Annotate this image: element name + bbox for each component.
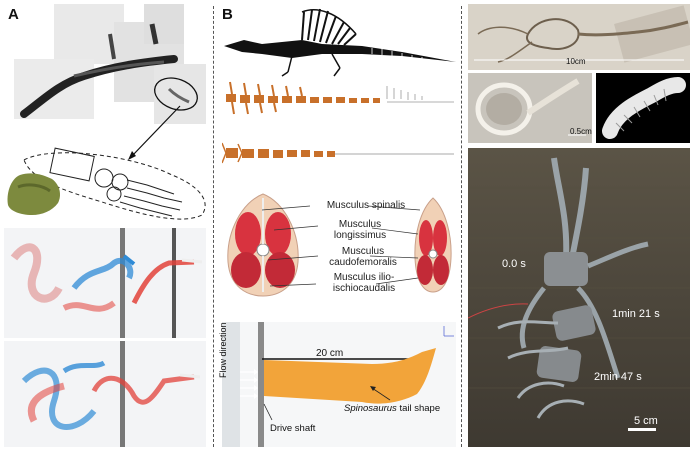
panel-b-letter: B: [222, 6, 233, 23]
muscle-label-spinalis: Musculus spinalis: [326, 200, 406, 211]
flow-direction-label: Flow direction: [218, 322, 228, 378]
stem-3d-render-photo: [596, 73, 690, 143]
tail-cross-section-small: [414, 197, 452, 293]
tail-shape-label: Spinosaurus tail shape: [344, 403, 440, 414]
flow-tank-photo: [222, 322, 456, 447]
fossil-xray-image: [14, 4, 206, 132]
foot-bone-drawing: [23, 147, 206, 220]
tail-vertebrae-lateral: [226, 81, 454, 115]
spinosaurus-skeleton-drawing: [224, 8, 456, 77]
time-label-0: 0.0 s: [502, 258, 526, 270]
divider-a-b: [213, 6, 214, 447]
crinoid-fossil-photo: [468, 4, 690, 70]
dye-flow-photo-top: [4, 228, 206, 338]
time-label-1: 1min 21 s: [612, 308, 660, 320]
zoom-arrow: [128, 105, 181, 160]
tail-label-species: Spinosaurus: [344, 403, 397, 414]
panel-a-letter: A: [8, 6, 19, 23]
drive-shaft-label: Drive shaft: [270, 423, 316, 434]
crinoid-stem-closeup-photo: [468, 73, 592, 143]
muscle-leader-lines: [262, 205, 421, 287]
scale-10cm-label: 10cm: [566, 57, 586, 66]
scale-20cm-label: 20 cm: [316, 348, 344, 359]
time-label-2: 2min 47 s: [594, 371, 642, 383]
scale-5cm-label: 5 cm: [634, 415, 658, 427]
muscle-label-longissimus: Musculus longissimus: [333, 219, 387, 241]
dye-flow-photo-bottom: [4, 341, 206, 447]
divider-b-c: [461, 6, 462, 447]
scale-inset-label: 0.5cm: [570, 127, 592, 136]
fossil-bone-photo: [7, 173, 60, 215]
tail-vertebrae-dorsal: [222, 142, 454, 164]
muscle-label-caudofemoralis: Musculus caudofemoralis: [329, 246, 397, 268]
muscle-label-ilio-ischiocaudalis: Musculus ilio-ischiocaudalis: [332, 272, 396, 294]
robot-timelapse-photo: [468, 148, 690, 447]
tail-cross-section-large: [227, 193, 299, 297]
tail-label-suffix: tail shape: [396, 403, 441, 414]
